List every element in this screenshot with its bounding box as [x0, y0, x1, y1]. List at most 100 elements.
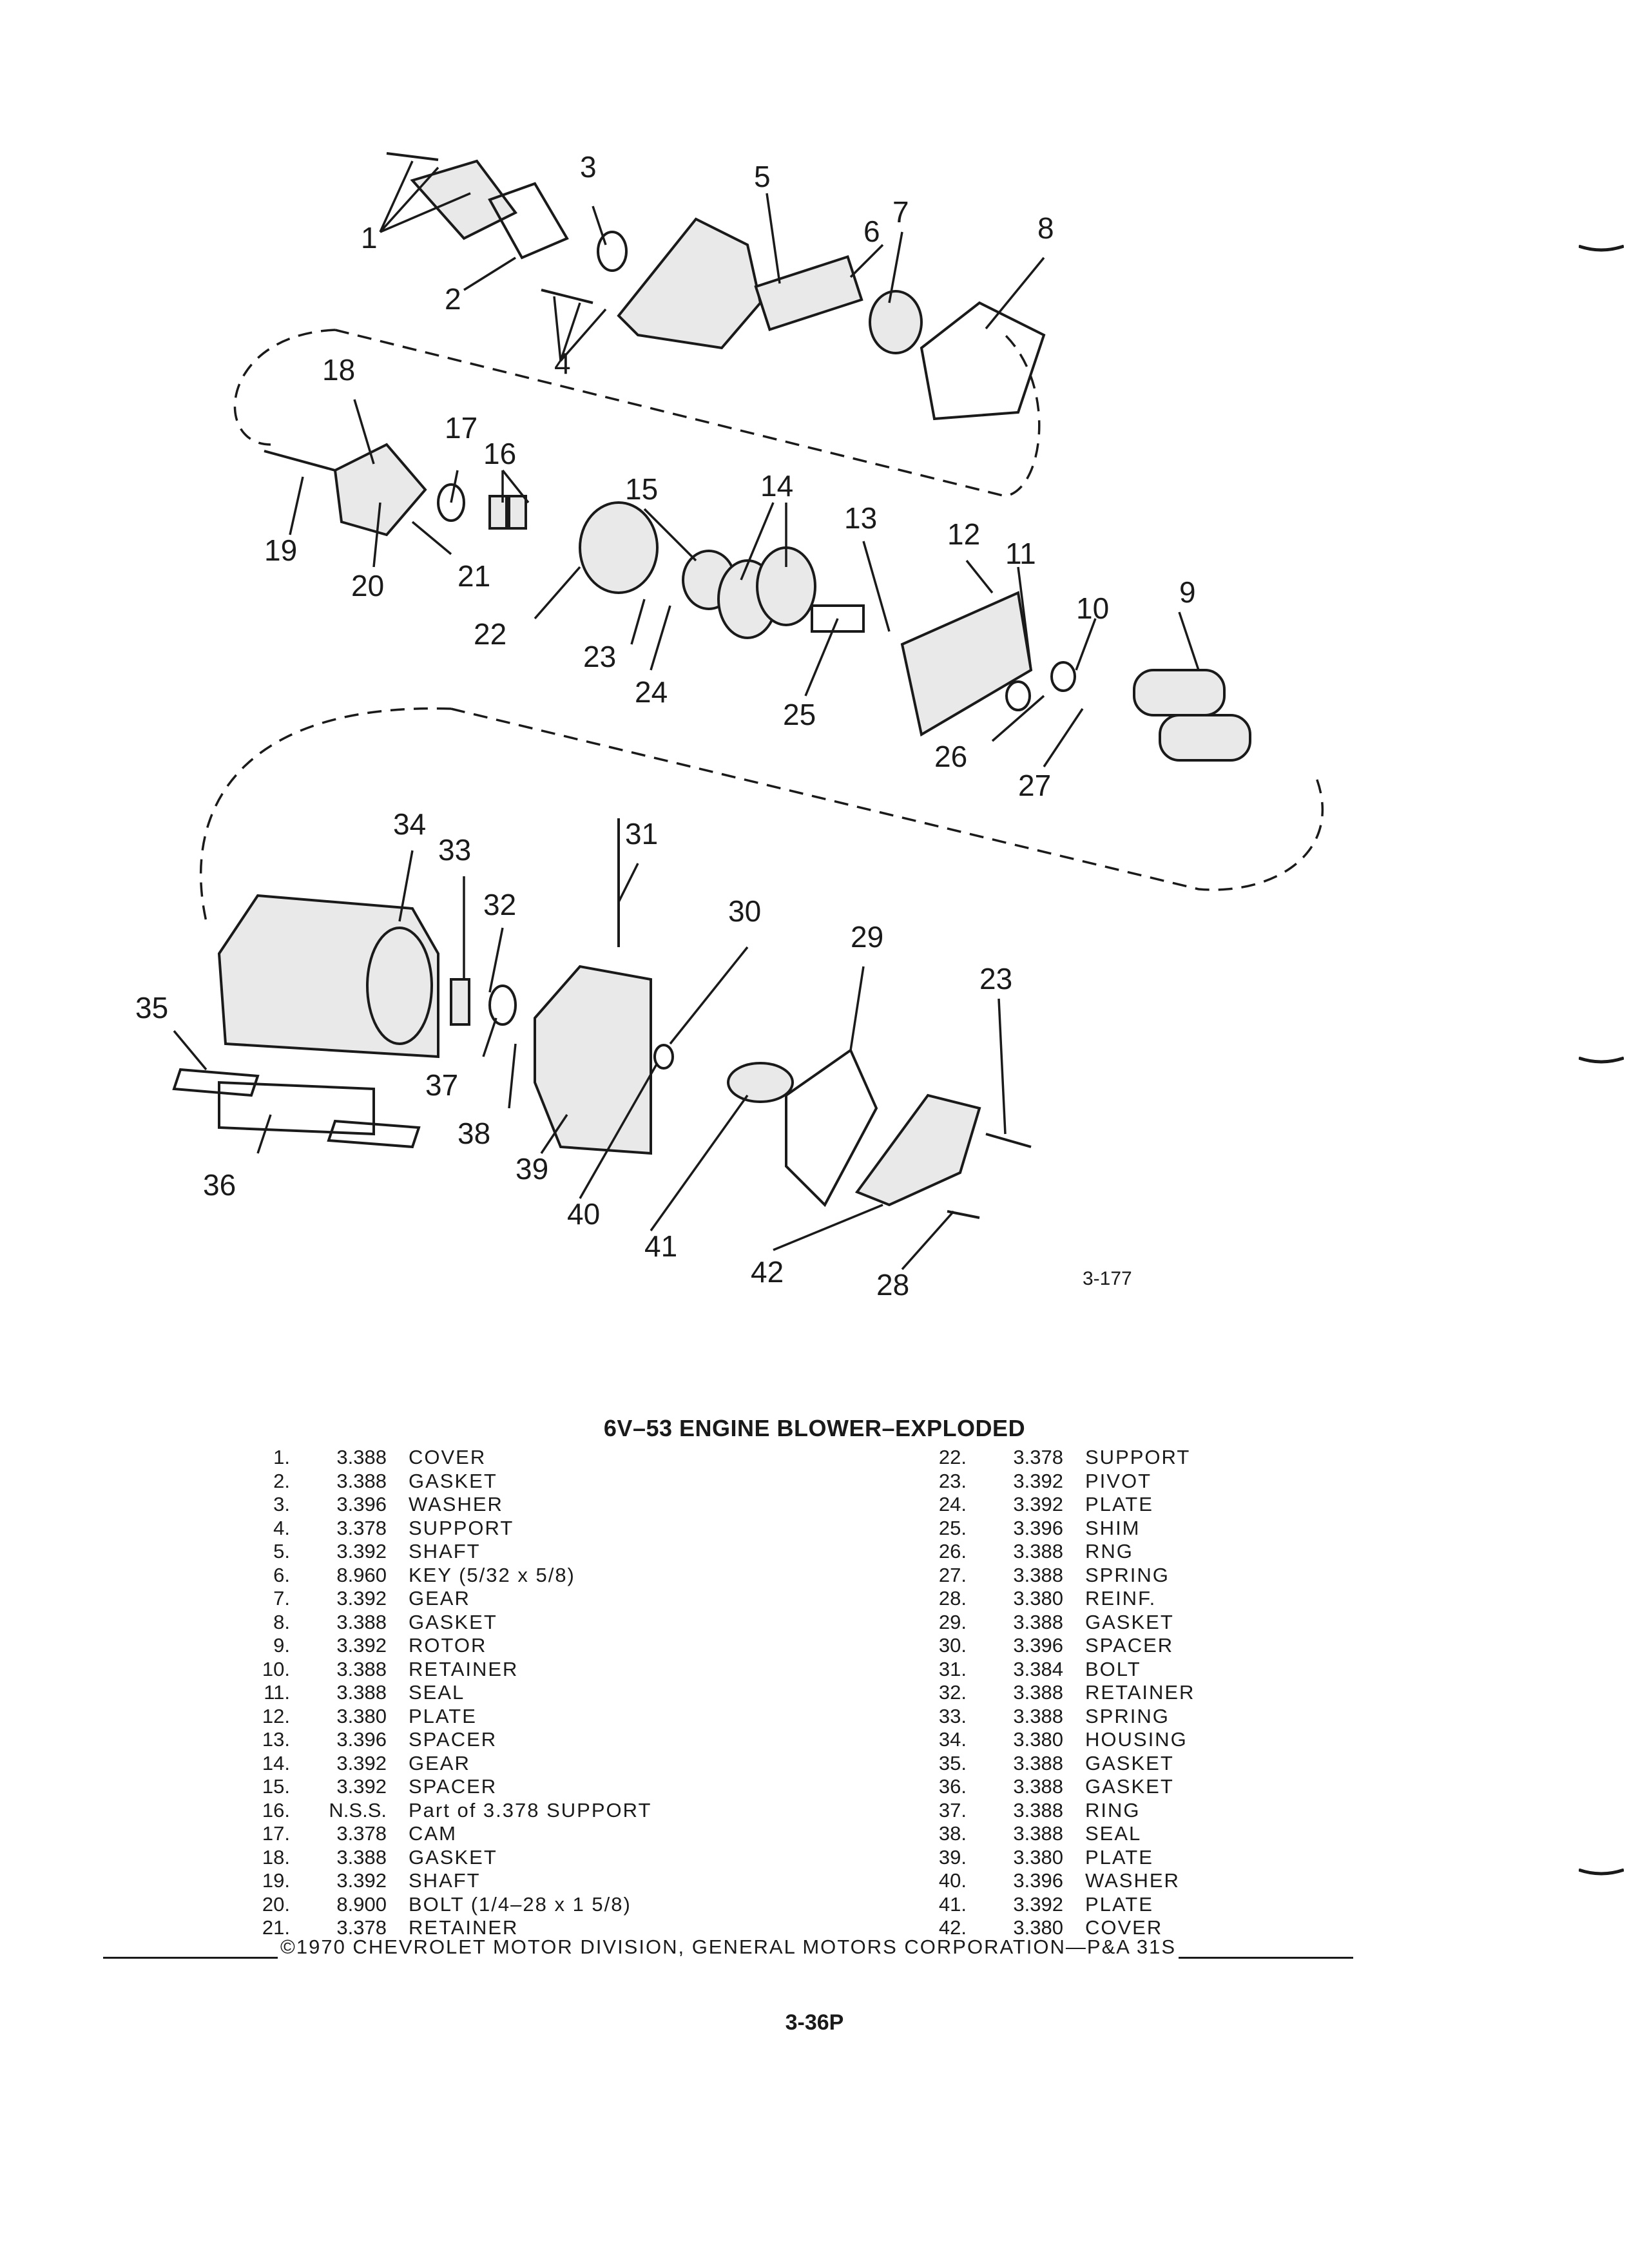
part-number: 20. [262, 1892, 290, 1916]
part-number: 37. [938, 1798, 967, 1821]
footer-rule-left [103, 1941, 278, 1959]
callout-29: 29 [851, 920, 883, 954]
part-description: SEAL [409, 1681, 465, 1704]
housing-parts-row3 [172, 818, 1032, 1219]
part-reference: 3.388 [1013, 1704, 1063, 1727]
callout-labels: 1 2 3 4 5 6 7 8 9 10 11 12 13 14 15 16 1… [135, 150, 1196, 1302]
part-reference: 3.388 [1013, 1540, 1063, 1562]
callout-5: 5 [754, 160, 771, 193]
callout-17: 17 [445, 411, 477, 445]
callout-40: 40 [567, 1197, 600, 1231]
parts-list-row: 16. N.S.S. Part of 3.378 SUPPORT [245, 1799, 651, 1823]
part-description: WASHER [1085, 1869, 1180, 1892]
part-reference: 3.392 [336, 1587, 387, 1610]
part-description: COVER [409, 1446, 487, 1468]
page-number: 3-36P [785, 2010, 844, 2035]
callout-10: 10 [1076, 591, 1109, 625]
part-description: GASKET [409, 1469, 497, 1492]
callout-15: 15 [625, 472, 658, 506]
part-reference: 3.388 [336, 1657, 387, 1680]
callout-35: 35 [135, 991, 168, 1024]
part-reference: 3.392 [336, 1751, 387, 1774]
callout-4: 4 [554, 347, 571, 380]
callout-21: 21 [458, 559, 490, 593]
part-description: REINF. [1085, 1587, 1157, 1610]
part-reference: 3.388 [336, 1469, 387, 1492]
callout-26: 26 [934, 740, 967, 773]
part-number: 13. [262, 1728, 290, 1751]
footer-text: ©1970 CHEVROLET MOTOR DIVISION, GENERAL … [280, 1936, 1176, 1958]
part-number: 3. [273, 1493, 290, 1515]
part-number: 31. [938, 1657, 967, 1680]
part-number: 22. [938, 1446, 967, 1468]
parts-list-row: 37. 3.388 RING [921, 1799, 1195, 1823]
callout-12: 12 [947, 517, 980, 551]
part-reference: 3.392 [1013, 1892, 1063, 1916]
callout-3: 3 [580, 150, 597, 184]
part-description: RETAINER [409, 1657, 519, 1680]
assembly-guide-upper [233, 329, 1041, 497]
part-number: 34. [938, 1728, 967, 1751]
part-description: SUPPORT [1085, 1446, 1191, 1468]
footer-rule-right [1179, 1941, 1354, 1959]
part-description: SHAFT [409, 1540, 481, 1562]
part-reference: N.S.S. [329, 1798, 387, 1821]
part-reference: 3.388 [336, 1845, 387, 1869]
part-reference: 3.388 [1013, 1751, 1063, 1774]
callout-6: 6 [863, 215, 880, 248]
callout-20: 20 [351, 569, 384, 602]
part-number: 15. [262, 1775, 290, 1798]
part-number: 28. [938, 1587, 967, 1610]
callout-42: 42 [751, 1255, 784, 1289]
callout-28: 28 [876, 1268, 909, 1302]
part-description: RNG [1085, 1540, 1133, 1562]
part-description: SUPPORT [409, 1516, 514, 1539]
figure-title: 6V–53 ENGINE BLOWER–EXPLODED [603, 1415, 1026, 1441]
cover-parts-row1 [386, 152, 1046, 421]
callout-22: 22 [474, 617, 506, 651]
part-reference: 3.388 [1013, 1798, 1063, 1821]
callout-23: 23 [583, 640, 616, 673]
part-reference: 3.392 [1013, 1469, 1063, 1492]
part-number: 7. [273, 1587, 290, 1610]
part-number: 9. [273, 1634, 290, 1657]
callout-13: 13 [844, 501, 877, 535]
part-number: 30. [938, 1634, 967, 1657]
part-description: SPRING [1085, 1563, 1170, 1586]
part-number: 1. [273, 1446, 290, 1468]
callout-14: 14 [760, 469, 793, 503]
part-reference: 3.392 [1013, 1493, 1063, 1515]
part-reference: 3.378 [1013, 1446, 1063, 1468]
part-reference: 3.388 [1013, 1822, 1063, 1845]
part-number: 11. [264, 1681, 290, 1704]
callout-8: 8 [1037, 211, 1054, 245]
part-reference: 3.392 [336, 1869, 387, 1892]
part-reference: 3.388 [336, 1681, 387, 1704]
part-description: Part of 3.378 SUPPORT [409, 1798, 652, 1821]
part-description: RING [1085, 1798, 1141, 1821]
part-number: 16. [262, 1798, 290, 1821]
callout-39: 39 [516, 1152, 548, 1186]
part-description: BOLT [1085, 1657, 1141, 1680]
